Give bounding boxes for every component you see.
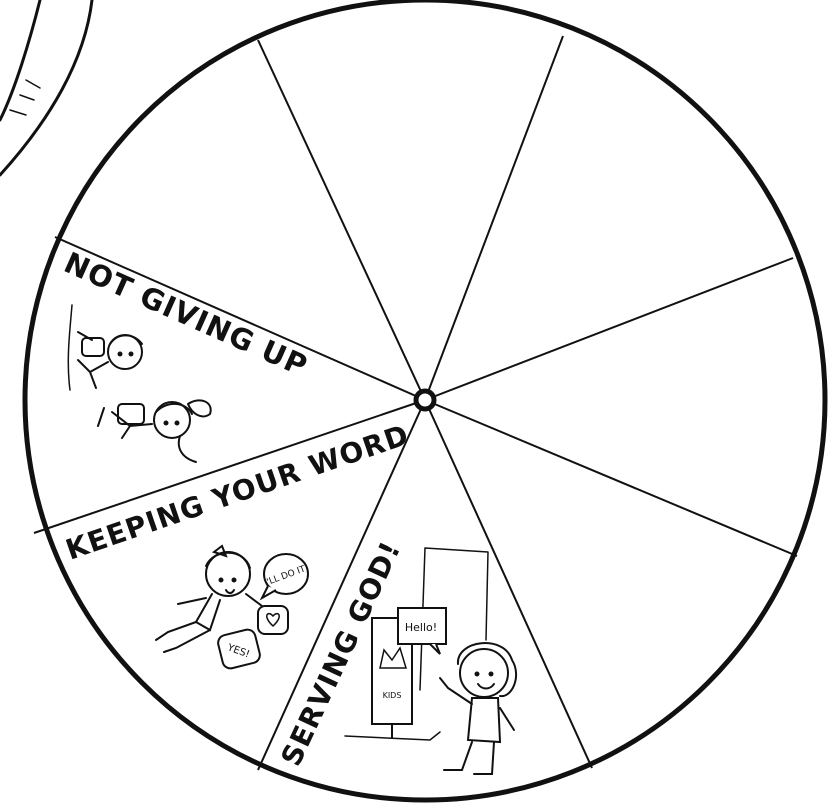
- speech-text-hello: Hello!: [405, 621, 437, 634]
- speech-bubble-heart: [258, 606, 288, 634]
- sign-text-kids: KIDS: [383, 691, 402, 700]
- curved-arrow-decoration: [0, 0, 92, 175]
- wheel-center-hub[interactable]: [416, 391, 434, 409]
- kids-sign: KIDS: [383, 691, 402, 700]
